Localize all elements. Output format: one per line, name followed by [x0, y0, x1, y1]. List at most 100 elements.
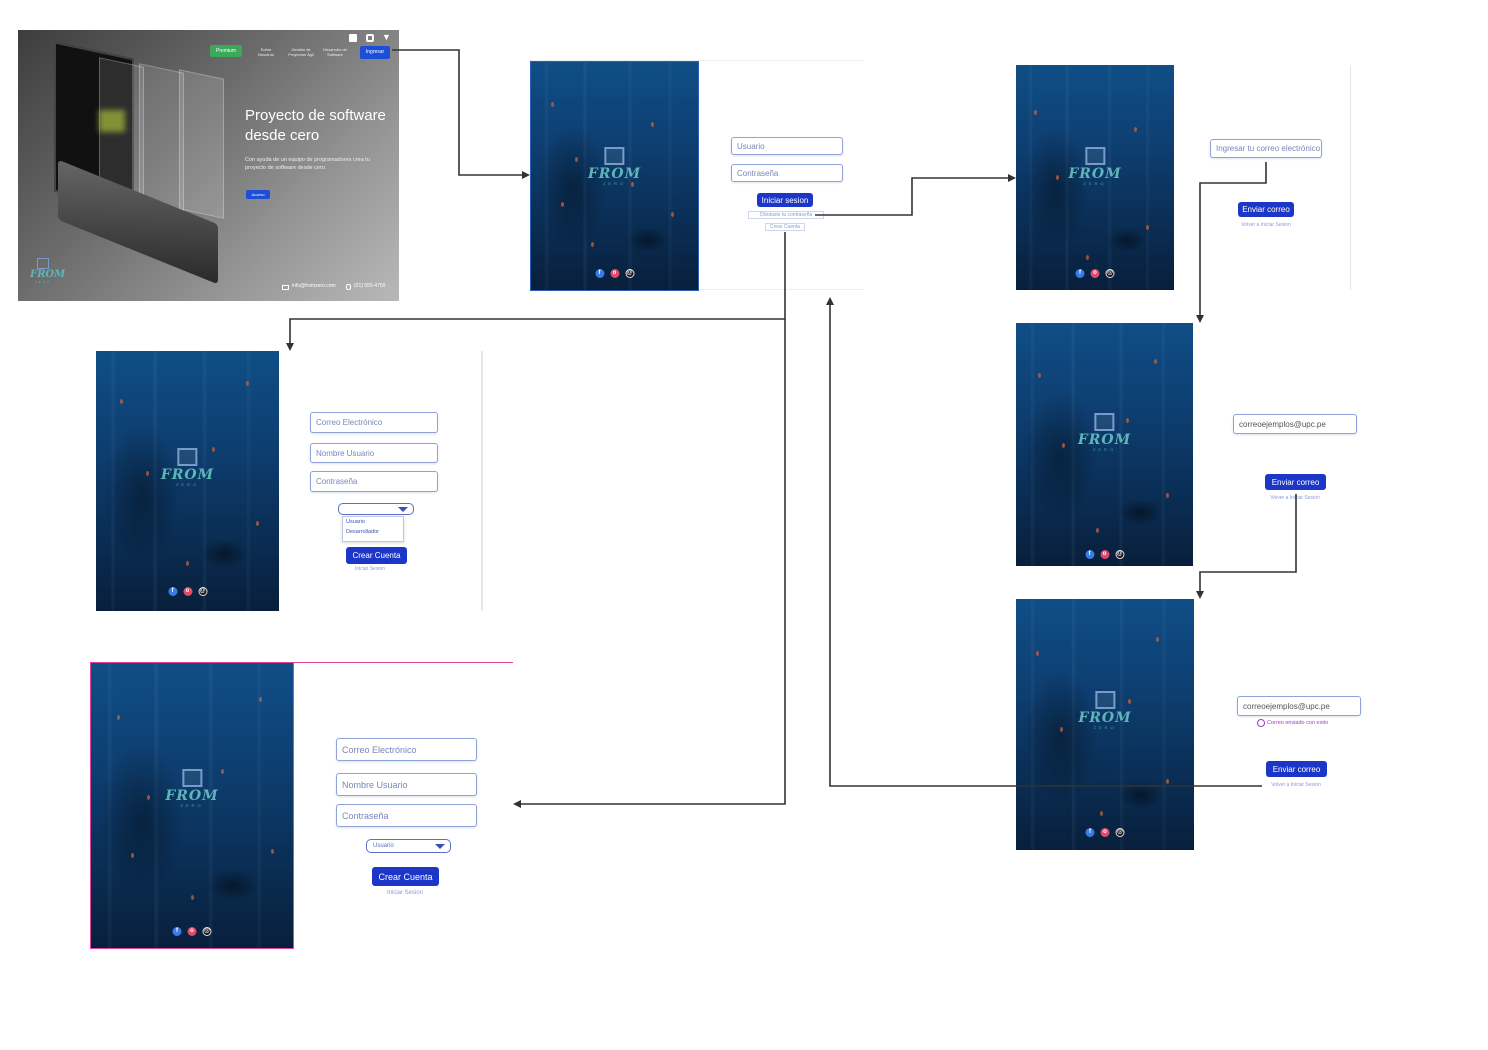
- contact-phone: (01) 555-4750: [354, 283, 386, 289]
- social-links: f o @: [595, 269, 634, 278]
- threads-icon[interactable]: @: [1115, 828, 1125, 837]
- nav-agile-link[interactable]: Gestión de Proyectos Ágil: [288, 47, 314, 57]
- facebook-icon[interactable]: f: [172, 927, 182, 936]
- nav-about-link[interactable]: Sobre Nosotros: [257, 47, 274, 57]
- hero-image: FROM ZERO f o @: [530, 61, 699, 291]
- logo-word: FROM: [587, 166, 642, 182]
- facebook-icon[interactable]: [349, 34, 357, 42]
- send-email-button[interactable]: Enviar correo: [1265, 474, 1326, 490]
- threads-icon[interactable]: @: [198, 587, 207, 596]
- arrow-landing-to-login: [392, 49, 530, 179]
- create-account-button[interactable]: Crear Cuenta: [346, 547, 407, 564]
- brand-logo: FROM ZERO: [30, 258, 66, 284]
- logo-word: FROM: [1068, 166, 1122, 182]
- arrow-filled-to-sent: [1196, 494, 1297, 599]
- logo-mark: [1085, 147, 1105, 165]
- instagram-icon[interactable]: o: [183, 587, 192, 596]
- send-email-button[interactable]: Enviar correo: [1238, 202, 1294, 217]
- password-field[interactable]: Contraseña: [336, 804, 477, 827]
- caret-down-icon: [398, 507, 408, 512]
- threads-icon[interactable]: @: [202, 927, 212, 936]
- back-to-login-link[interactable]: Volver a Iniciar Sesion: [1270, 495, 1320, 501]
- nav-premium-button[interactable]: Premium: [210, 45, 242, 57]
- caret-down-icon: [435, 844, 445, 849]
- recover-email-field[interactable]: correoejemplos@upc.pe: [1233, 414, 1357, 434]
- success-text: Correo enviado con exito: [1267, 720, 1329, 726]
- nav-software-link[interactable]: Desarrollo de Software: [323, 47, 347, 57]
- instagram-icon[interactable]: [366, 34, 374, 42]
- logo-mark: [37, 258, 49, 269]
- email-field[interactable]: Correo Electrónico: [310, 412, 438, 433]
- recover-email-field[interactable]: Ingresar tu correo electrónico: [1210, 139, 1322, 158]
- threads-icon[interactable]: @: [1115, 550, 1124, 559]
- phone-icon: [346, 284, 351, 290]
- instagram-icon[interactable]: o: [1090, 269, 1100, 278]
- mail-icon: [282, 285, 289, 290]
- logo-mark: [604, 147, 625, 165]
- username-field[interactable]: Nombre Usuario: [336, 773, 477, 796]
- brand-logo: FROM ZERO: [161, 448, 214, 487]
- register-open-screen: FROM ZERO f o @ Correo Electrónico Nombr…: [96, 351, 483, 611]
- username-field[interactable]: Usuario: [731, 137, 843, 155]
- role-option-developer[interactable]: Desarrollador: [346, 529, 380, 535]
- contact-email[interactable]: info@fromzero.com: [292, 283, 336, 289]
- brand-logo: FROM ZERO: [1068, 147, 1121, 186]
- social-links: f o @: [172, 927, 212, 936]
- social-links: f o @: [1075, 269, 1115, 278]
- login-button[interactable]: Ingresar: [360, 46, 390, 59]
- instagram-icon[interactable]: o: [610, 269, 619, 278]
- recover-filled-screen: FROM ZERO f o @ correoejemplos@upc.pe En…: [1016, 323, 1376, 566]
- login-link[interactable]: Iniciar Sesion: [354, 566, 385, 572]
- threads-icon[interactable]: @: [625, 269, 634, 278]
- password-field[interactable]: Contraseña: [310, 471, 438, 492]
- role-option-user[interactable]: Usuario: [346, 519, 365, 525]
- brand-logo: FROM ZERO: [1078, 691, 1131, 730]
- hero-image: FROM ZERO f o @: [90, 663, 294, 949]
- role-dropdown-menu: Usuario Desarrollador: [342, 516, 404, 542]
- threads-icon[interactable]: @: [1105, 269, 1115, 278]
- login-link[interactable]: Iniciar Sesion: [386, 890, 424, 896]
- instagram-icon[interactable]: o: [1100, 550, 1109, 559]
- create-account-link[interactable]: Crear Cuenta: [765, 223, 805, 231]
- logo-word: FROM: [1077, 432, 1132, 448]
- instagram-icon[interactable]: o: [187, 927, 197, 936]
- role-select[interactable]: [338, 503, 414, 515]
- arrow-create-to-register-open: [286, 232, 786, 351]
- logo-mark: [1094, 413, 1115, 431]
- hero-image: FROM ZERO f o @: [1016, 323, 1193, 566]
- cta-button[interactable]: Acceso: [246, 190, 270, 199]
- login-submit-button[interactable]: Iniciar sesion: [757, 193, 813, 207]
- logo-word: FROM: [160, 467, 215, 483]
- email-field[interactable]: Correo Electrónico: [336, 738, 477, 761]
- create-account-button[interactable]: Crear Cuenta: [372, 867, 439, 886]
- twitter-icon[interactable]: ▼: [382, 32, 391, 42]
- logo-sub: ZERO: [1083, 181, 1107, 186]
- password-field[interactable]: Contraseña: [731, 164, 843, 182]
- logo-word: FROM: [1078, 710, 1132, 726]
- logo-word: FROM: [165, 788, 219, 804]
- brand-logo: FROM ZERO: [1078, 413, 1131, 452]
- recover-email-field[interactable]: correoejemplos@upc.pe: [1237, 696, 1361, 716]
- recover-screen: FROM ZERO f o @ Ingresar tu correo elect…: [1016, 65, 1351, 290]
- send-email-button[interactable]: Enviar correo: [1266, 761, 1327, 777]
- hero-subtext: Con ayuda de un equipo de programadores …: [245, 157, 370, 171]
- facebook-icon[interactable]: f: [1085, 828, 1095, 837]
- hero-image: FROM ZERO f o @: [96, 351, 279, 611]
- facebook-icon[interactable]: f: [1085, 550, 1094, 559]
- logo-sub: ZERO: [1093, 725, 1117, 730]
- logo-sub: ZERO: [602, 181, 627, 186]
- username-field[interactable]: Nombre Usuario: [310, 443, 438, 463]
- hero-image: FROM ZERO f o @: [1016, 65, 1174, 290]
- check-circle-icon: [1257, 719, 1265, 727]
- success-message: Correo enviado con exito: [1257, 719, 1328, 727]
- logo-word: FROM: [30, 269, 66, 280]
- logo-mark: [1095, 691, 1115, 709]
- back-to-login-link[interactable]: Volver a Iniciar Sesion: [1241, 222, 1291, 228]
- facebook-icon[interactable]: f: [1075, 269, 1085, 278]
- facebook-icon[interactable]: f: [168, 587, 177, 596]
- arrow-forgot-to-recover: [815, 174, 1016, 216]
- back-to-login-link[interactable]: Volver a Iniciar Sesion: [1271, 782, 1321, 788]
- facebook-icon[interactable]: f: [595, 269, 604, 278]
- role-select[interactable]: Usuario: [366, 839, 451, 853]
- instagram-icon[interactable]: o: [1100, 828, 1110, 837]
